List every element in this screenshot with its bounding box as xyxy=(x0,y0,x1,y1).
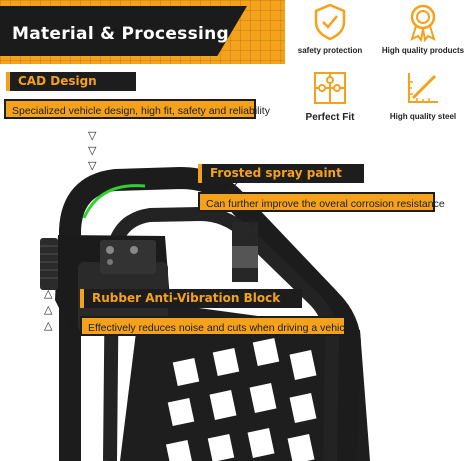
feature-safety: safety protection xyxy=(285,2,375,55)
triangle-down-icon: ▽ xyxy=(247,217,256,230)
cad-design-desc: Specialized vehicle design, high fit, sa… xyxy=(4,99,270,119)
frosted-spray-desc: Can further improve the overal corrosion… xyxy=(198,192,445,212)
header-banner: Material & Processing xyxy=(0,0,285,64)
feature-steel: High quality steel xyxy=(378,68,466,121)
shield-check-icon xyxy=(314,3,346,41)
cad-design-tag: CAD Design xyxy=(6,72,136,91)
rubber-block-desc: Effectively reduces noise and cuts when … xyxy=(80,316,356,336)
rubber-block-title: Rubber Anti-Vibration Block xyxy=(92,291,281,305)
triangle-down-icon: ▽ xyxy=(88,144,97,157)
feature-fit: Perfect Fit xyxy=(285,68,375,123)
feature-label: High quality steel xyxy=(389,112,457,121)
triangle-up-icon: △ xyxy=(44,303,53,316)
page-title: Material & Processing xyxy=(12,24,229,44)
feature-label: Perfect Fit xyxy=(305,112,355,123)
feature-label: safety protection xyxy=(297,46,363,55)
frosted-spray-title: Frosted spray paint xyxy=(210,166,342,180)
frosted-spray-tag: Frosted spray paint xyxy=(198,164,364,183)
award-badge-icon xyxy=(410,4,436,42)
triangle-down-icon: ▽ xyxy=(247,230,256,243)
rubber-block-tag: Rubber Anti-Vibration Block xyxy=(80,289,302,308)
header-banner-dark: Material & Processing xyxy=(0,6,247,56)
rubber-block-text: Effectively reduces noise and cuts when … xyxy=(88,322,356,334)
feature-quality: High quality products xyxy=(378,2,466,55)
cad-design-title: CAD Design xyxy=(18,74,97,88)
triangle-up-icon: △ xyxy=(44,287,53,300)
triangle-down-icon: ▽ xyxy=(88,129,97,142)
cad-design-text: Specialized vehicle design, high fit, sa… xyxy=(12,105,270,117)
frosted-spray-text: Can further improve the overal corrosion… xyxy=(206,198,445,210)
triangle-up-icon: △ xyxy=(44,319,53,332)
feature-label: High quality products xyxy=(381,46,465,55)
puzzle-icon xyxy=(314,72,346,104)
ruler-pencil-icon xyxy=(408,73,438,103)
triangle-down-icon: ▽ xyxy=(88,159,97,172)
